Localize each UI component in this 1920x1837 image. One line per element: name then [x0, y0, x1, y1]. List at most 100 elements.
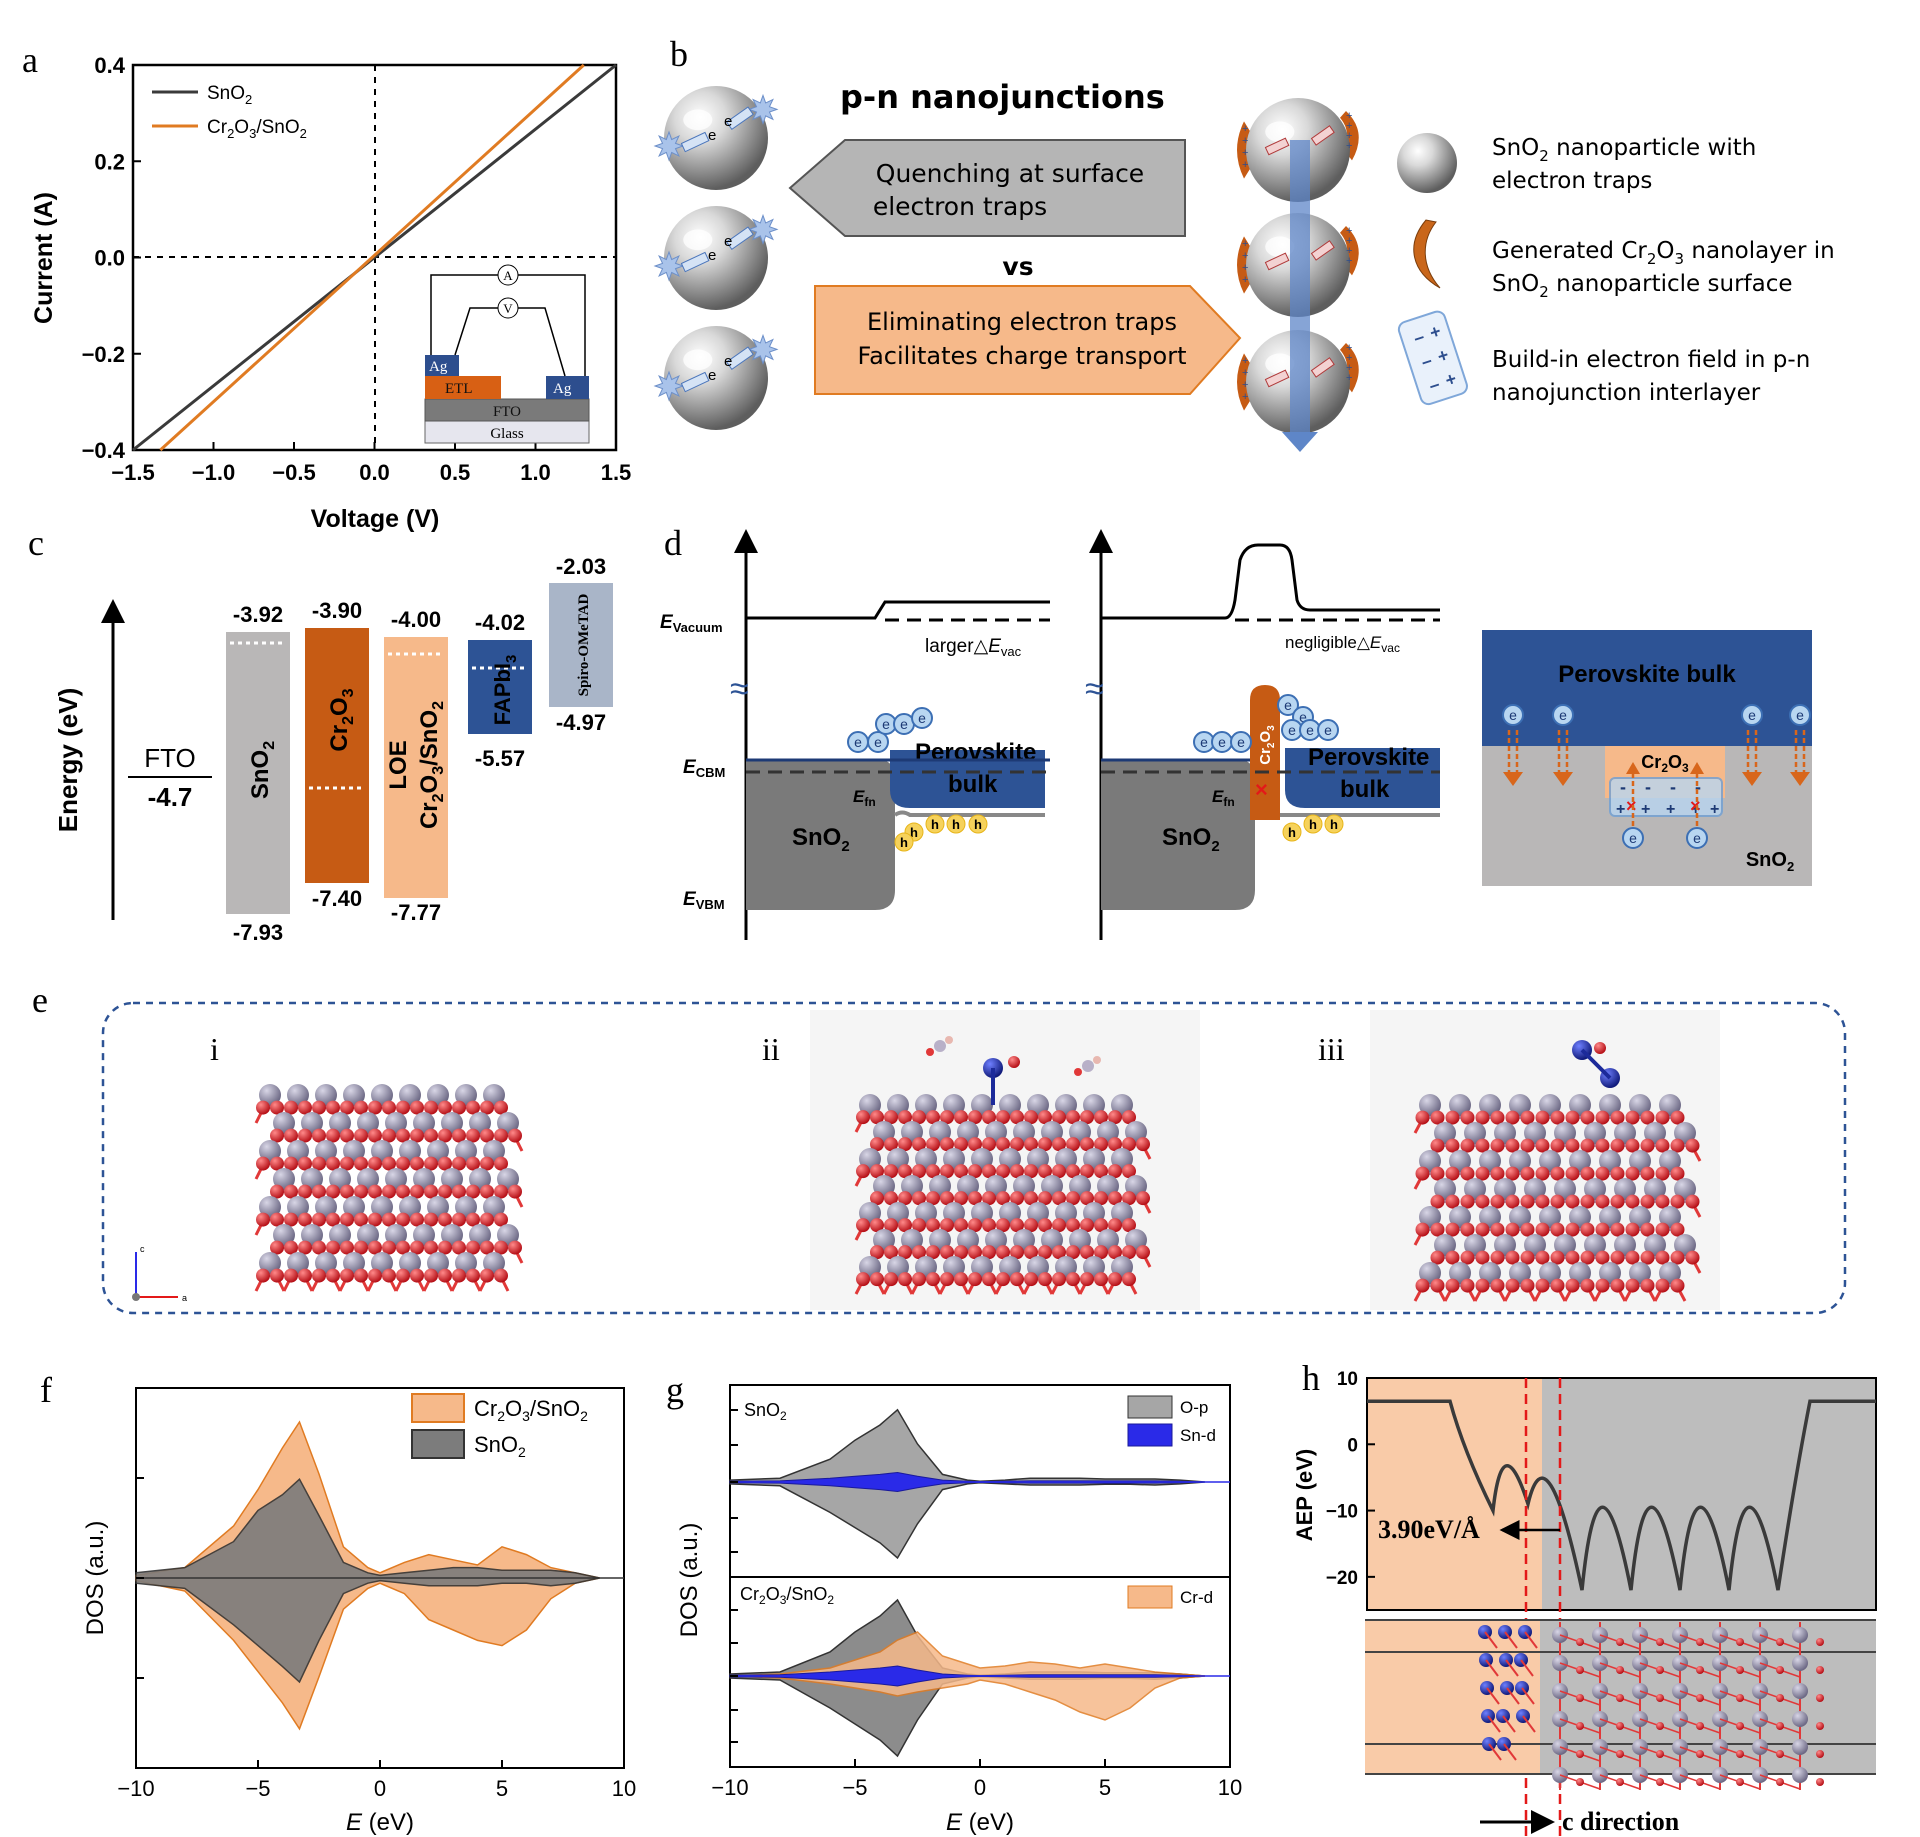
o-atom — [270, 1100, 284, 1115]
hole-letter: h — [1309, 817, 1317, 832]
sn-atom — [1659, 1094, 1681, 1116]
interface-electron: e — [1622, 827, 1644, 849]
o-atom — [1460, 1278, 1475, 1293]
aep-y-label: AEP (eV) — [1292, 1449, 1317, 1542]
o-atom — [926, 1137, 940, 1152]
o-atom — [494, 1156, 508, 1171]
o-atom — [494, 1128, 508, 1143]
e-vbm-label: EVBM — [683, 889, 725, 912]
o-atom — [1610, 1278, 1625, 1293]
o-atom — [1445, 1222, 1460, 1237]
o-atom — [1094, 1164, 1108, 1179]
electron-icon: e — [1230, 731, 1252, 753]
o-atom — [1520, 1138, 1535, 1153]
field-plus: + — [1710, 801, 1719, 818]
o-atom — [1565, 1166, 1580, 1181]
o-atom — [1136, 1191, 1150, 1206]
o-atom — [1655, 1222, 1670, 1237]
o-atom — [1580, 1138, 1595, 1153]
sn-atom — [1464, 1178, 1486, 1200]
o-atom — [1445, 1138, 1460, 1153]
o-atom — [856, 1218, 870, 1233]
o-atom — [884, 1110, 898, 1125]
o-atom — [298, 1156, 312, 1171]
x-tick-label: 0.5 — [440, 460, 471, 485]
sn-atom — [1659, 1150, 1681, 1172]
charge-plus: + — [1242, 355, 1248, 367]
x-tick-label: −1.5 — [111, 460, 154, 485]
sn-atom — [1524, 1234, 1546, 1256]
sn-atom — [1479, 1094, 1501, 1116]
charge-plus: + — [1346, 235, 1352, 247]
charge-plus: + — [1346, 120, 1352, 132]
o-atom — [1010, 1245, 1024, 1260]
o-atom — [898, 1137, 912, 1152]
legend-swatch-op — [1127, 1395, 1173, 1419]
x-tick-label: −5 — [245, 1776, 270, 1801]
legend-swatch-cr2o3 — [411, 1393, 465, 1423]
sn-atom — [287, 1084, 309, 1106]
o-atom — [452, 1268, 466, 1283]
o-atom — [1640, 1138, 1655, 1153]
bar-sno2-label: SnO2 — [247, 741, 278, 799]
o-atom — [926, 1245, 940, 1260]
sn-atom — [1614, 1178, 1636, 1200]
o-atom — [452, 1156, 466, 1171]
sn-atom — [259, 1084, 281, 1106]
o-atom — [1595, 1110, 1610, 1125]
panel-e-structures: i ii iii c a — [101, 1001, 1847, 1315]
o-atom — [1610, 1138, 1625, 1153]
o-atom — [1066, 1272, 1080, 1287]
o-atom — [870, 1164, 884, 1179]
electron-letter: e — [1237, 734, 1245, 750]
electron-letter: e — [900, 716, 908, 732]
charge-plus: + — [1242, 238, 1248, 250]
sn-atom — [273, 1168, 295, 1190]
o-atom — [284, 1212, 298, 1227]
interface-electron: e — [1741, 704, 1763, 726]
electron-arrow-icon — [1310, 357, 1335, 378]
sn-atom — [1419, 1150, 1441, 1172]
hole-letter: h — [1288, 825, 1296, 840]
panel-label-d: d — [664, 523, 682, 563]
legend-label-sno2: SnO2 — [207, 83, 252, 107]
electron-letter: e — [1218, 734, 1226, 750]
left-sno2-block — [746, 760, 895, 910]
electron-letter: e — [1306, 722, 1314, 738]
sn-atom — [287, 1196, 309, 1218]
quenching-text-1: Quenching at surface — [876, 159, 1144, 188]
o-atom — [1535, 1194, 1550, 1209]
sphere-highlight — [1265, 236, 1295, 258]
o-atom — [912, 1164, 926, 1179]
o-atom — [1550, 1278, 1565, 1293]
o-atom — [424, 1184, 438, 1199]
sn-atom — [483, 1252, 505, 1274]
structure-label-iii: iii — [1318, 1031, 1345, 1067]
o-atom — [1490, 1110, 1505, 1125]
o-atom — [1616, 1722, 1624, 1730]
x-tick-label: −10 — [117, 1776, 154, 1801]
sn-atom — [1524, 1178, 1546, 1200]
o-atom — [1625, 1110, 1640, 1125]
sn-atom — [315, 1084, 337, 1106]
o-atom — [1535, 1222, 1550, 1237]
legend-label-cr2o3: Cr2O3/SnO2 — [207, 117, 307, 141]
o-atom — [1122, 1245, 1136, 1260]
o-atom — [256, 1212, 270, 1227]
electron-letter: e — [1288, 722, 1296, 738]
charge-plus: + — [1346, 342, 1352, 354]
o-atom — [1108, 1245, 1122, 1260]
o-atom — [954, 1110, 968, 1125]
o-atom — [1430, 1222, 1445, 1237]
o-atom — [1625, 1250, 1640, 1265]
charge-plus: + — [1242, 250, 1248, 262]
hole-icon: h — [946, 814, 966, 834]
sn-atom — [1539, 1150, 1561, 1172]
bar-cr2o3-bottom: -7.40 — [312, 886, 362, 911]
larger-dvac-label: larger△Evac — [925, 636, 1022, 659]
sn-atom — [1599, 1150, 1621, 1172]
interface-schematic: Perovskite bulk SnO2 Cr2O3 ----+++++×× e… — [1482, 630, 1812, 886]
o-atom — [1736, 1778, 1744, 1786]
o-atom — [1685, 1138, 1700, 1153]
